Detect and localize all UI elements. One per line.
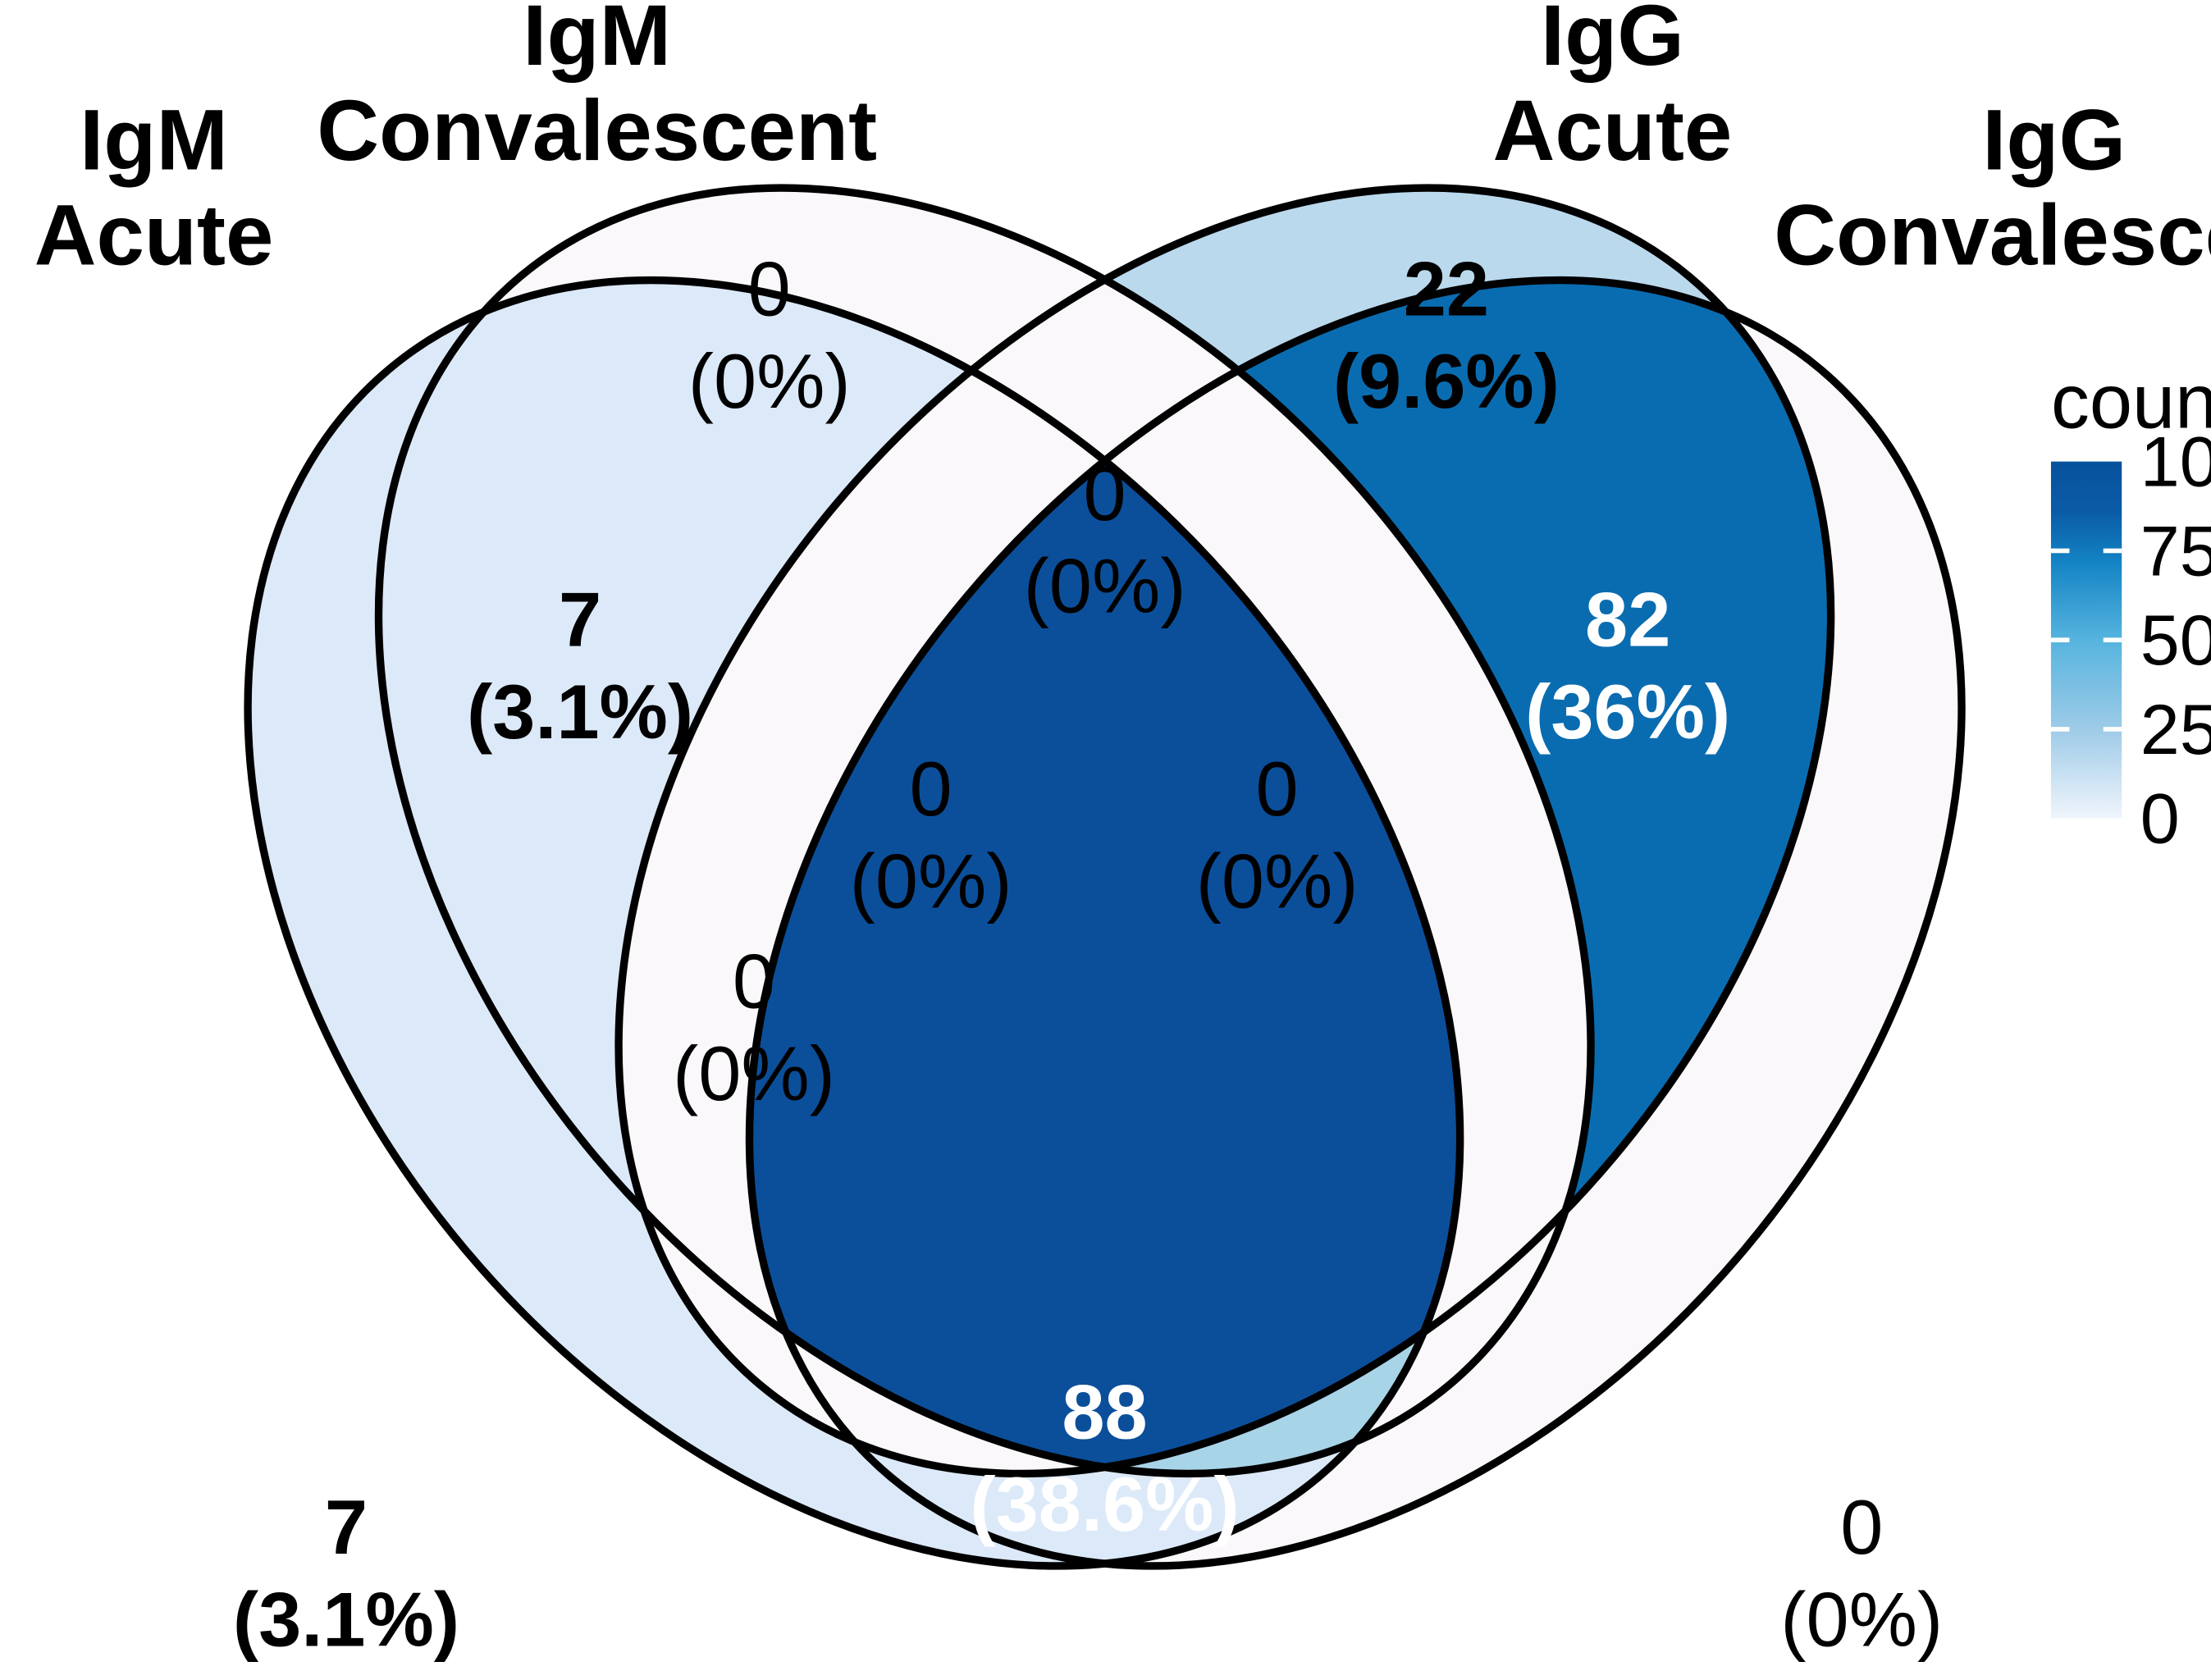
set-label-igg-acute-line1: IgG bbox=[1541, 0, 1684, 84]
region-label-B: 0 (0%) bbox=[688, 245, 851, 424]
legend-title: count bbox=[2051, 358, 2211, 444]
venn-set-labels: IgM Acute IgM Convalescent IgG Acute IgG… bbox=[34, 0, 2211, 284]
legend-ticks bbox=[2050, 548, 2122, 732]
region-count-BCD: 0 bbox=[1256, 746, 1299, 832]
legend-tick-100: 100 bbox=[2140, 423, 2211, 502]
region-percent-BC: (0%) bbox=[1024, 542, 1186, 628]
set-label-igg-convalescent-line1: IgG bbox=[1982, 92, 2126, 188]
set-label-igm-convalescent-line2: Convalescent bbox=[317, 83, 877, 179]
region-count-A: 7 bbox=[325, 1484, 368, 1570]
set-label-igm-acute-line2: Acute bbox=[34, 188, 274, 284]
region-count-ABCD: 88 bbox=[1062, 1369, 1147, 1455]
set-label-igg-convalescent: IgG Convalescent bbox=[1774, 92, 2211, 283]
venn-region-labels: 7 (3.1%) 0 (0%) 22 (9.6%) 0 (0%) 7 (3.1%… bbox=[233, 245, 1943, 1663]
region-percent-B: (0%) bbox=[688, 338, 851, 424]
region-count-C: 22 bbox=[1404, 245, 1489, 331]
region-percent-C: (9.6%) bbox=[1333, 338, 1560, 424]
set-label-igm-acute-line1: IgM bbox=[80, 92, 228, 188]
set-label-igm-convalescent-line1: IgM bbox=[523, 0, 671, 84]
region-label-ABC: 0 (0%) bbox=[850, 746, 1012, 924]
region-count-AB: 7 bbox=[559, 577, 601, 663]
region-label-ABCD: 88 (38.6%) bbox=[970, 1369, 1239, 1548]
region-percent-A: (3.1%) bbox=[233, 1577, 459, 1663]
set-label-igm-convalescent: IgM Convalescent bbox=[317, 0, 877, 179]
region-count-BC: 0 bbox=[1083, 450, 1126, 536]
region-label-A: 7 (3.1%) bbox=[233, 1484, 459, 1663]
region-label-AB: 7 (3.1%) bbox=[467, 577, 693, 756]
region-percent-AB: (3.1%) bbox=[467, 669, 693, 755]
region-label-CD: 82 (36%) bbox=[1525, 577, 1730, 756]
region-count-B: 0 bbox=[748, 245, 791, 331]
region-label-D: 0 (0%) bbox=[1780, 1484, 1943, 1663]
region-count-CD: 82 bbox=[1585, 577, 1670, 663]
region-label-AC: 0 (0%) bbox=[673, 938, 835, 1116]
set-label-igg-convalescent-line2: Convalescent bbox=[1774, 188, 2211, 284]
set-label-igm-acute: IgM Acute bbox=[34, 92, 274, 283]
region-label-BCD: 0 (0%) bbox=[1196, 746, 1359, 924]
set-label-igg-acute-line2: Acute bbox=[1493, 83, 1733, 179]
region-percent-ABC: (0%) bbox=[850, 838, 1012, 924]
region-percent-CD: (36%) bbox=[1525, 669, 1730, 755]
region-label-C: 22 (9.6%) bbox=[1333, 245, 1560, 424]
legend: count 100 75 50 25 0 bbox=[2050, 358, 2211, 859]
region-percent-D: (0%) bbox=[1780, 1577, 1943, 1663]
legend-tick-0: 0 bbox=[2140, 780, 2180, 859]
set-label-igg-acute: IgG Acute bbox=[1493, 0, 1733, 179]
legend-tick-75: 75 bbox=[2140, 512, 2211, 591]
region-count-AC: 0 bbox=[733, 938, 775, 1024]
region-percent-BCD: (0%) bbox=[1196, 838, 1359, 924]
region-count-D: 0 bbox=[1840, 1484, 1883, 1570]
region-count-ABC: 0 bbox=[910, 746, 952, 832]
legend-tick-50: 50 bbox=[2140, 601, 2211, 680]
region-percent-ABCD: (38.6%) bbox=[970, 1461, 1239, 1547]
legend-tick-25: 25 bbox=[2140, 691, 2211, 769]
region-label-BC: 0 (0%) bbox=[1024, 450, 1186, 629]
region-percent-AC: (0%) bbox=[673, 1030, 835, 1116]
